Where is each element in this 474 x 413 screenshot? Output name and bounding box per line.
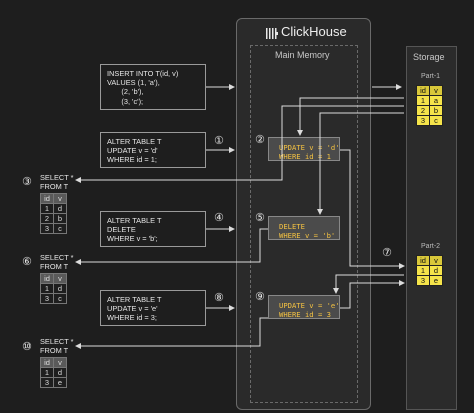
column-header: v [53,273,67,284]
table-cell: a [429,95,443,106]
table-cell: d [53,203,67,214]
table-cell: 3 [40,223,54,234]
step-9-marker: ⑨ [255,290,265,303]
table-cell: 3 [416,115,430,126]
column-header: v [53,193,67,204]
table-cell: 1 [416,95,430,106]
insert-statement: INSERT INTO T(id, v) VALUES (1, 'a'), (2… [100,64,206,110]
step-4-marker: ④ [214,211,224,224]
column-header: id [416,255,430,266]
part1-label: Part-1 [421,73,441,80]
table-cell: 3 [40,377,54,388]
update-e-operation: UPDATE v = 'e' WHERE id = 3 [268,295,340,319]
alter-delete-statement: ALTER TABLE T DELETE WHERE v = 'b'; [100,211,206,247]
table-cell: 1 [40,203,54,214]
step-8-marker: ⑧ [214,291,224,304]
column-header: v [429,85,443,96]
table-cell: 1 [40,283,54,294]
table-cell: d [429,265,443,276]
step-7-marker: ⑦ [382,246,392,259]
part2-label: Part-2 [421,243,441,250]
table-cell: b [53,213,67,224]
column-header: v [53,357,67,368]
step-10-marker: ⑩ [22,340,32,353]
table-cell: 1 [416,265,430,276]
delete-operation: DELETE WHERE v = 'b' [268,216,340,240]
engine-title: ClickHouse [281,24,347,39]
clickhouse-logo-icon [266,26,278,39]
select-statement-3: SELECT * FROM T [40,337,74,356]
table-cell: c [53,223,67,234]
column-header: id [40,357,54,368]
column-header: v [429,255,443,266]
table-cell: b [429,105,443,116]
column-header: id [416,85,430,96]
step-3-marker: ③ [22,175,32,188]
alter-update-e-statement: ALTER TABLE T UPDATE v = 'e' WHERE id = … [100,290,206,326]
select-statement-1: SELECT * FROM T [40,173,74,192]
table-cell: e [53,377,67,388]
step-1-marker: ① [214,134,224,147]
storage-label: Storage [413,52,445,62]
step-5-marker: ⑤ [255,211,265,224]
table-cell: c [429,115,443,126]
table-cell: 2 [416,105,430,116]
main-memory-label: Main Memory [275,50,330,60]
table-cell: d [53,367,67,378]
alter-update-d-statement: ALTER TABLE T UPDATE v = 'd' WHERE id = … [100,132,206,168]
step-6-marker: ⑥ [22,255,32,268]
update-d-operation: UPDATE v = 'd' WHERE id = 1 [268,137,340,161]
table-cell: 3 [40,293,54,304]
column-header: id [40,273,54,284]
table-cell: c [53,293,67,304]
table-cell: 1 [40,367,54,378]
table-cell: e [429,275,443,286]
table-cell: 2 [40,213,54,224]
select-statement-2: SELECT * FROM T [40,253,74,272]
table-cell: 3 [416,275,430,286]
table-cell: d [53,283,67,294]
step-2-marker: ② [255,133,265,146]
column-header: id [40,193,54,204]
